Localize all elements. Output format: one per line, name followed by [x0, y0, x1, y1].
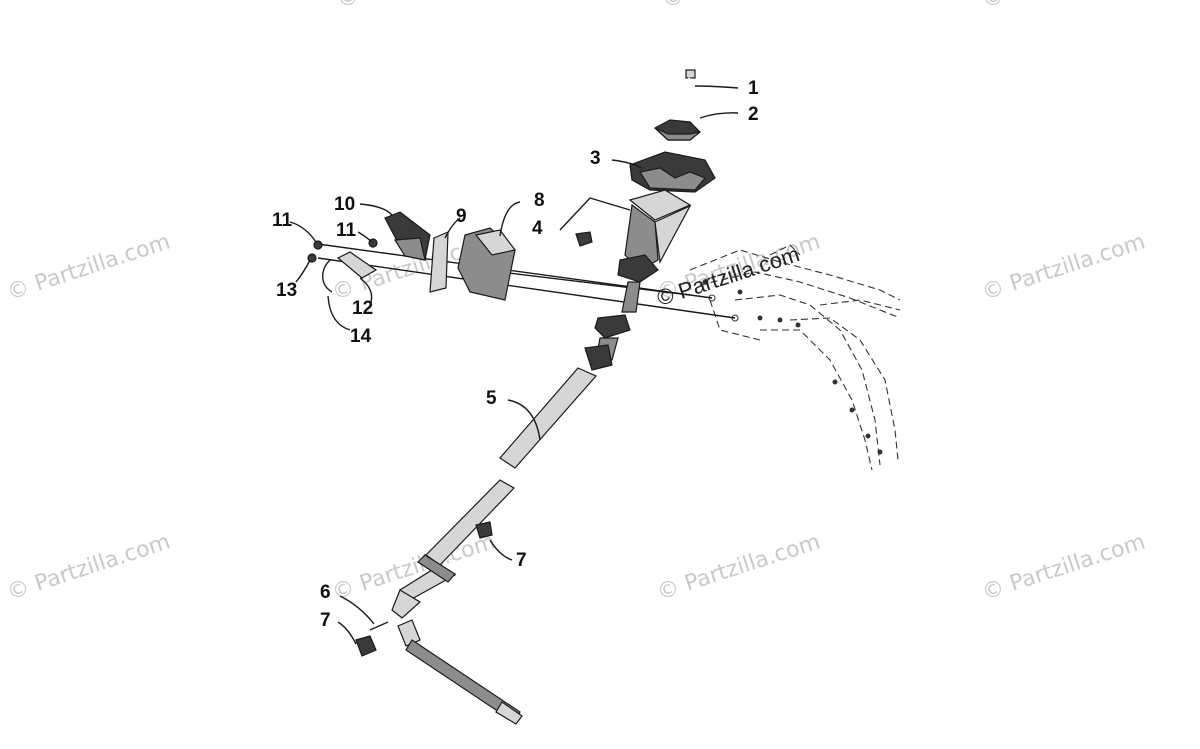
watermarks: © Partzilla.com © Partzilla.com © Partzi… [4, 0, 1148, 606]
nut [575, 231, 593, 247]
upper-bracket [384, 211, 431, 261]
watermark: © Partzilla.com [4, 229, 173, 305]
callout-9: 9 [456, 206, 467, 227]
watermark: © Partzilla.com [979, 229, 1148, 305]
callout-11-right: 11 [336, 220, 357, 241]
callout-4: 4 [532, 218, 543, 239]
callout-7-upper: 7 [516, 550, 527, 571]
watermark: © Partzilla.com [979, 0, 1148, 14]
assembly-guide-lines [317, 243, 736, 319]
column-housing [584, 189, 692, 371]
callout-11-left: 11 [272, 210, 293, 231]
watermark: © Partzilla.com [979, 529, 1148, 605]
callout-12: 12 [352, 298, 373, 319]
callout-1: 1 [748, 78, 759, 99]
tie-rod [397, 619, 523, 725]
callout-labels: 1 2 3 4 5 6 7 7 8 9 10 11 11 12 13 14 [272, 78, 759, 631]
lower-nut [355, 635, 377, 657]
bolt [670, 69, 696, 119]
lower-clamp [629, 151, 716, 193]
leader-lines [289, 85, 739, 645]
steering-shaft [391, 367, 597, 619]
callout-10: 10 [334, 194, 355, 215]
bracket-plate [429, 231, 449, 293]
callout-2: 2 [748, 104, 759, 125]
washer [369, 621, 389, 631]
callout-3: 3 [590, 148, 601, 169]
watermark: © Partzilla.com [334, 0, 503, 14]
callout-14: 14 [350, 326, 372, 347]
callout-6: 6 [320, 582, 331, 603]
small-hardware [307, 238, 378, 293]
callout-13: 13 [276, 280, 297, 301]
bracket-block [457, 227, 517, 301]
callout-7-lower: 7 [320, 610, 331, 631]
watermark: © Partzilla.com [654, 529, 823, 605]
watermark: © Partzilla.com [659, 0, 828, 14]
callout-8: 8 [534, 190, 545, 211]
watermark: © Partzilla.com [4, 529, 173, 605]
callout-5: 5 [486, 388, 497, 409]
chassis-frame [689, 244, 901, 471]
clamp-cap [653, 119, 701, 141]
